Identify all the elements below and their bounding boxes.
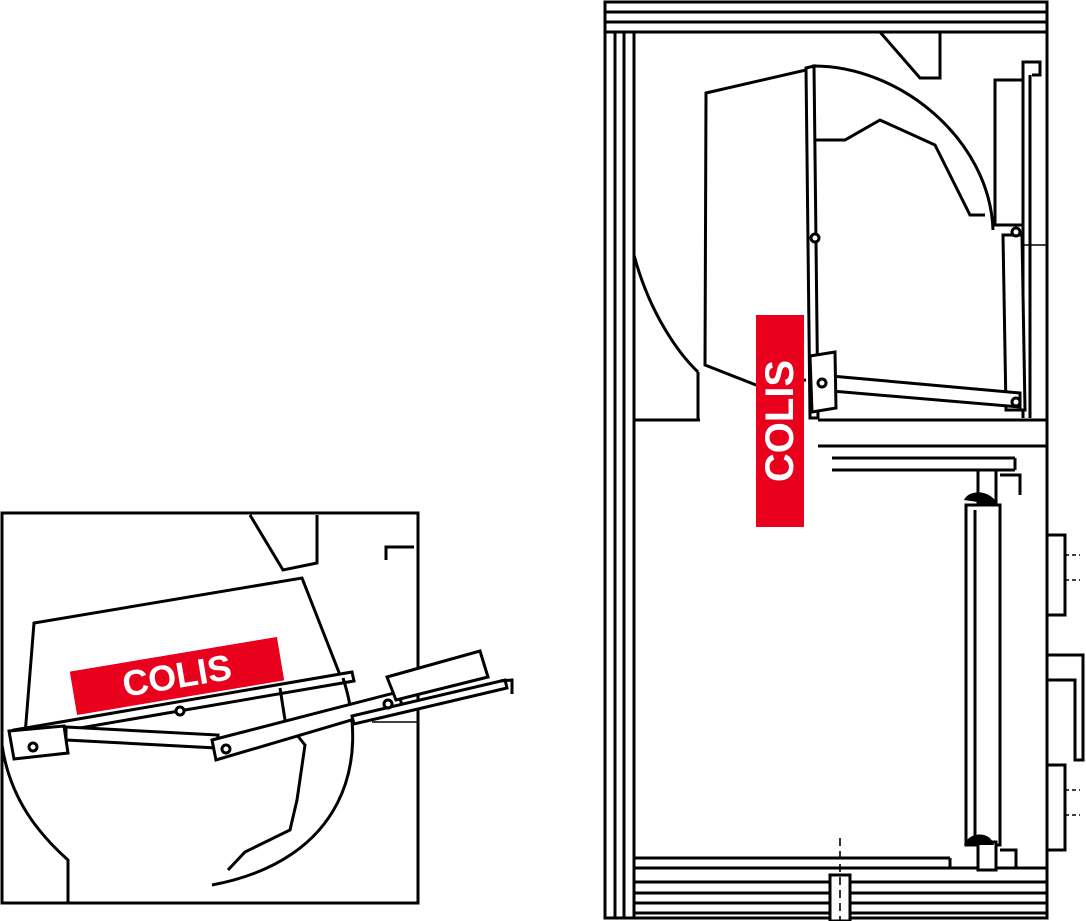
cabinet-right-cassette — [993, 78, 1025, 227]
inset-runner-rail — [350, 678, 509, 726]
inset-label-background — [69, 636, 285, 716]
inset-runner-block — [384, 649, 490, 702]
inset-pivot — [220, 743, 232, 755]
cabinet-hinge-cap-top — [964, 492, 998, 505]
cabinet-view: COLIS — [603, 0, 1085, 921]
cabinet-bin-hood — [811, 64, 995, 231]
inset-pivot — [27, 741, 39, 753]
cabinet-left-curve — [632, 254, 700, 374]
cabinet-outer-handle — [1047, 763, 1067, 852]
cabinet-right-bracket — [1021, 60, 1042, 77]
cabinet-pivot — [1010, 396, 1022, 408]
inset-inner-baffle — [226, 687, 307, 872]
cabinet-label-background — [756, 315, 804, 527]
cabinet-outer-handle — [1047, 533, 1067, 617]
inset-view: COLIS — [0, 511, 514, 905]
cabinet-door-bracket-bottom — [1000, 848, 1018, 868]
inset-top-chute — [248, 514, 319, 572]
inset-linkage-arm — [64, 725, 220, 750]
inset-hood-front — [0, 744, 70, 902]
cabinet-inner-baffle — [815, 118, 985, 217]
inset-linkage-arm-2 — [210, 690, 404, 762]
cabinet-hinge-cap-bottom — [964, 834, 994, 845]
cabinet-outer-handle — [1047, 653, 1085, 762]
cabinet-top-chute — [878, 31, 942, 80]
inset-bin-body — [23, 576, 342, 736]
cabinet-pivot — [809, 232, 821, 244]
cabinet-outer-frame — [603, 0, 1049, 920]
cabinet-door-bracket-top — [1000, 473, 1022, 495]
inset-pivot — [382, 698, 394, 710]
cabinet-linkage-arm — [818, 373, 1022, 409]
inset-corner-bracket — [384, 545, 414, 560]
cabinet-vertical-slide — [1001, 233, 1027, 412]
inset-pivot — [174, 705, 186, 717]
inset-rail-hook — [499, 678, 514, 694]
cabinet-door-frame — [964, 503, 1002, 847]
cabinet-colis-label: COLIS — [756, 315, 804, 527]
cabinet-label-text: COLIS — [758, 360, 802, 482]
cabinet-pivot — [816, 377, 828, 389]
cabinet-hinge-bottom — [976, 840, 998, 872]
cabinet-pivot — [1010, 226, 1022, 238]
inset-pivot-plate-left — [7, 724, 70, 761]
